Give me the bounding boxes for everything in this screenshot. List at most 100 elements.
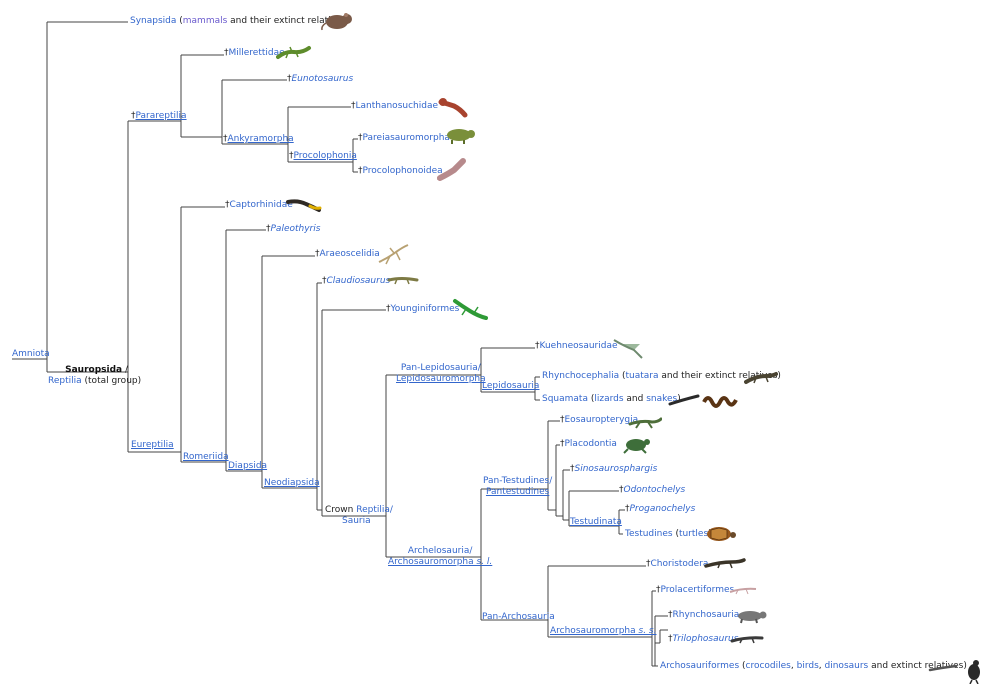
birds-link[interactable]: birds — [796, 661, 819, 671]
placodontia-link[interactable]: Placodontia — [564, 439, 617, 449]
proganochelys-link[interactable]: Proganochelys — [629, 504, 696, 514]
archelosauria-link[interactable]: Archelosauria/ — [407, 546, 473, 556]
trilophosaurus-link[interactable]: Trilophosaurus — [672, 634, 739, 644]
label-kuehneosauridae[interactable]: †Kuehneosauridae — [535, 341, 618, 352]
millerettidae-link[interactable]: Millerettidae — [228, 48, 285, 58]
label-claudiosaurus[interactable]: †Claudiosaurus — [322, 276, 390, 287]
pareiasauromorpha-link[interactable]: Pareiasauromorpha — [362, 133, 450, 143]
pan-lepidosauria-link[interactable]: Pan-Lepidosauria/ — [400, 363, 481, 373]
pan-testudines-link[interactable]: Pan-Testudines/ — [483, 476, 553, 486]
label-pan-testudines[interactable]: Pan-Testudines/ Pantestudines — [483, 476, 552, 498]
label-odontochelys[interactable]: †Odontochelys — [619, 485, 685, 496]
turtles-link[interactable]: turtles — [678, 529, 709, 539]
label-placodontia[interactable]: †Placodontia — [560, 439, 617, 450]
label-lepidosauria[interactable]: Lepidosauria — [482, 381, 539, 392]
label-squamata[interactable]: Squamata (lizards and snakes) — [542, 394, 681, 405]
archosauromorpha-ss-link[interactable]: Archosauromorpha s. s. — [550, 626, 656, 636]
label-pan-archosauria[interactable]: Pan-Archosauria — [482, 612, 555, 623]
younginiformes-link[interactable]: Younginiformes — [390, 304, 460, 314]
sinosaurosphargis-link[interactable]: Sinosaurosphargis — [574, 464, 658, 474]
archosauriformes-link[interactable]: Archosauriformes — [660, 661, 740, 671]
neodiapsida-link[interactable]: Neodiapsida — [264, 478, 320, 488]
label-eunotosaurus[interactable]: †Eunotosaurus — [287, 74, 353, 85]
prolacertiformes-link[interactable]: Prolacertiformes — [660, 585, 735, 595]
sauria-link[interactable]: Sauria — [342, 516, 371, 526]
eosauropterygia-link[interactable]: Eosauropterygia — [564, 415, 639, 425]
label-trilophosaurus[interactable]: †Trilophosaurus — [668, 634, 738, 645]
testudinata-link[interactable]: Testudinata — [570, 517, 622, 527]
crocodiles-link[interactable]: crocodiles — [745, 661, 791, 671]
kuehneosauridae-link[interactable]: Kuehneosauridae — [539, 341, 618, 351]
eureptilia-link[interactable]: Eureptilia — [131, 440, 174, 450]
label-choristodera[interactable]: †Choristodera — [646, 559, 708, 570]
label-neodiapsida[interactable]: Neodiapsida — [264, 478, 320, 489]
pan-archosauria-link[interactable]: Pan-Archosauria — [482, 612, 555, 622]
label-archelosauria[interactable]: Archelosauria/ Archosauromorpha s. l. — [388, 546, 492, 568]
paleothyris-link[interactable]: Paleothyris — [270, 224, 321, 234]
sensu-lato-text: s. l. — [476, 557, 493, 567]
label-younginiformes[interactable]: †Younginiformes — [386, 304, 459, 315]
label-archosauromorpha-ss[interactable]: Archosauromorpha s. s. — [550, 626, 656, 637]
archosauromorpha-sl-link[interactable]: Archosauromorpha s. l. — [388, 557, 492, 567]
label-testudines[interactable]: Testudines (turtles) — [625, 529, 712, 540]
rhynchocephalia-link[interactable]: Rhynchocephalia — [542, 371, 620, 381]
reptilia-link[interactable]: Reptilia — [48, 376, 82, 386]
procolophonoidea-link[interactable]: Procolophonoidea — [362, 166, 443, 176]
mammals-link[interactable]: mammals — [182, 16, 228, 26]
label-synapsida[interactable]: Synapsida (mammals and their extinct rel… — [130, 16, 350, 27]
araeoscelidia-link[interactable]: Araeoscelidia — [319, 249, 380, 259]
label-lanthanosuchidae[interactable]: †Lanthanosuchidae — [351, 101, 438, 112]
snakes-link[interactable]: snakes — [646, 394, 678, 404]
ankyramorpha-link[interactable]: Ankyramorpha — [227, 134, 294, 144]
romeriida-link[interactable]: Romeriida — [183, 452, 229, 462]
label-romeriida[interactable]: Romeriida — [183, 452, 229, 463]
amniota-link[interactable]: Amniota — [12, 349, 50, 359]
label-pareiasauromorpha[interactable]: †Pareiasauromorpha — [358, 133, 450, 144]
choristodera-link[interactable]: Choristodera — [650, 559, 709, 569]
lepidosauromorpha-link[interactable]: Lepidosauromorpha — [396, 374, 486, 384]
testudines-link[interactable]: Testudines — [625, 529, 673, 539]
label-prolacertiformes[interactable]: †Prolacertiformes — [656, 585, 734, 596]
label-eureptilia[interactable]: Eureptilia — [131, 440, 174, 451]
label-rhynchocephalia[interactable]: Rhynchocephalia (tuatara and their extin… — [542, 371, 781, 382]
label-captorhinidae[interactable]: †Captorhinidae — [225, 200, 293, 211]
dinosaurs-link[interactable]: dinosaurs — [824, 661, 869, 671]
parareptilia-link[interactable]: Parareptilia — [135, 111, 187, 121]
squamata-link[interactable]: Squamata — [542, 394, 588, 404]
label-ankyramorpha[interactable]: †Ankyramorpha — [223, 134, 294, 145]
label-rhynchosauria[interactable]: †Rhynchosauria — [668, 610, 739, 621]
label-parareptilia[interactable]: †Parareptilia — [131, 111, 187, 122]
label-amniota[interactable]: Amniota — [12, 349, 50, 360]
odontochelys-link[interactable]: Odontochelys — [623, 485, 686, 495]
lizards-link[interactable]: lizards — [594, 394, 624, 404]
pantestudines-link[interactable]: Pantestudines — [485, 487, 550, 497]
procolophonia-link[interactable]: Procolophonia — [293, 151, 357, 161]
tuatara-link[interactable]: tuatara — [625, 371, 659, 381]
captorhinidae-link[interactable]: Captorhinidae — [229, 200, 293, 210]
eunotosaurus-link[interactable]: Eunotosaurus — [291, 74, 354, 84]
label-paleothyris[interactable]: †Paleothyris — [266, 224, 320, 235]
label-araeoscelidia[interactable]: †Araeoscelidia — [315, 249, 380, 260]
label-pan-lepidosauria[interactable]: Pan-Lepidosauria/ Lepidosauromorpha — [396, 363, 486, 385]
rhynchosauria-link[interactable]: Rhynchosauria — [672, 610, 740, 620]
lepidosauria-link[interactable]: Lepidosauria — [482, 381, 540, 391]
crown-reptilia-link[interactable]: Reptilia — [356, 505, 390, 515]
label-procolophonoidea[interactable]: †Procolophonoidea — [358, 166, 443, 177]
sauropsida-name: Sauropsida — [65, 365, 123, 375]
label-procolophonia[interactable]: †Procolophonia — [289, 151, 357, 162]
label-eosauropterygia[interactable]: †Eosauropterygia — [560, 415, 638, 426]
lanthanosuchidae-link[interactable]: Lanthanosuchidae — [355, 101, 439, 111]
label-proganochelys[interactable]: †Proganochelys — [625, 504, 695, 515]
label-diapsida[interactable]: Diapsida — [228, 461, 267, 472]
dagger: † — [646, 559, 651, 569]
label-testudinata[interactable]: Testudinata — [570, 517, 622, 528]
dagger: † — [570, 464, 575, 474]
label-archosauriformes[interactable]: Archosauriformes (crocodiles, birds, din… — [660, 661, 967, 672]
label-sinosaurosphargis[interactable]: †Sinosaurosphargis — [570, 464, 657, 475]
claudiosaurus-link[interactable]: Claudiosaurus — [326, 276, 391, 286]
label-millerettidae[interactable]: †Millerettidae — [224, 48, 285, 59]
paren-text: ( — [739, 661, 746, 671]
diapsida-link[interactable]: Diapsida — [228, 461, 268, 471]
synapsida-link[interactable]: Synapsida — [130, 16, 177, 26]
label-crown-reptilia[interactable]: Crown Reptilia/ Sauria — [325, 505, 393, 527]
